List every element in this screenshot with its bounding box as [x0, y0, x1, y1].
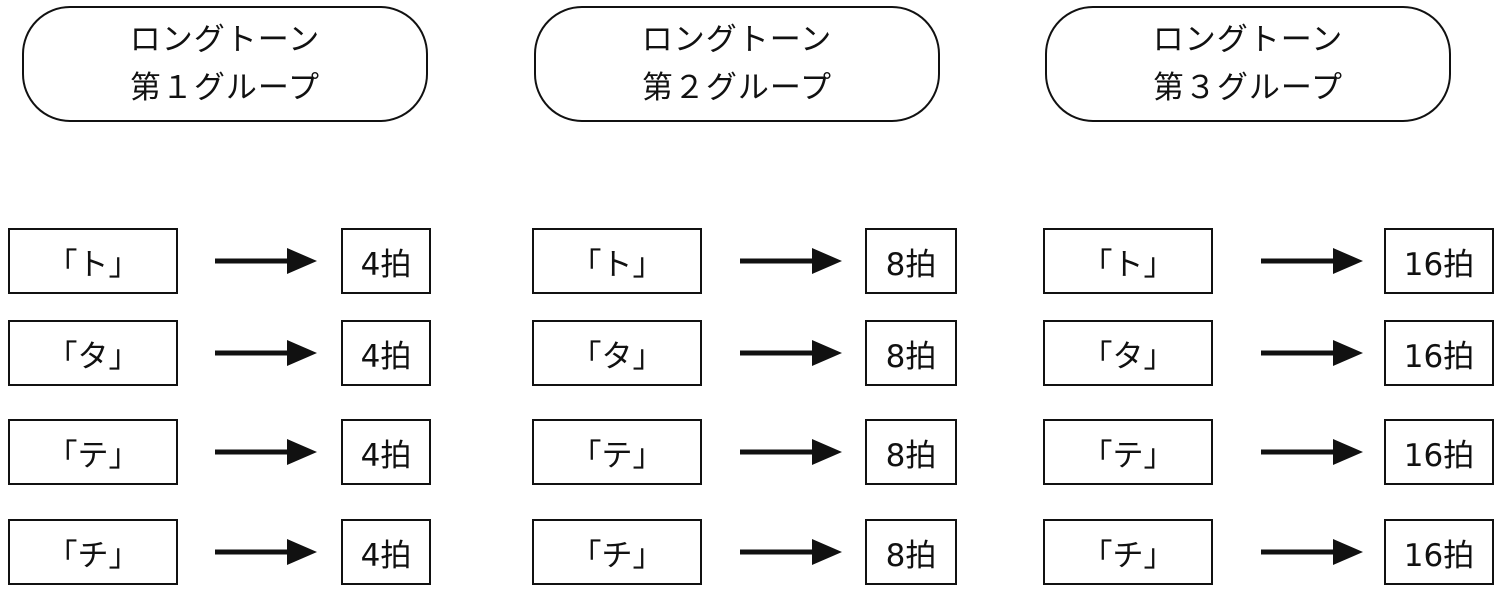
- group-2-row-2: 「タ」 8拍: [532, 320, 962, 386]
- beat-count-box: 4拍: [341, 228, 431, 294]
- beat-count-box: 16拍: [1384, 519, 1494, 585]
- right-arrow-icon: [215, 539, 317, 565]
- right-arrow-icon: [1261, 340, 1363, 366]
- syllable-box: 「テ」: [532, 419, 702, 485]
- group-3-row-4: 「チ」 16拍: [1043, 519, 1498, 585]
- syllable-box: 「テ」: [8, 419, 178, 485]
- syllable-box: 「ト」: [1043, 228, 1213, 294]
- group-3-title-line1: ロングトーン: [1152, 22, 1344, 58]
- right-arrow-icon: [1261, 439, 1363, 465]
- group-1-row-1: 「ト」 4拍: [8, 228, 434, 294]
- group-1-title-line2: 第１グループ: [129, 70, 321, 106]
- beat-count-box: 16拍: [1384, 228, 1494, 294]
- beat-count-box: 4拍: [341, 519, 431, 585]
- syllable-box: 「チ」: [532, 519, 702, 585]
- group-3-row-3: 「テ」 16拍: [1043, 419, 1498, 485]
- beat-count-box: 8拍: [865, 320, 957, 386]
- syllable-box: 「テ」: [1043, 419, 1213, 485]
- beat-count-box: 16拍: [1384, 320, 1494, 386]
- syllable-box: 「タ」: [532, 320, 702, 386]
- group-3: ロングトーン 第３グループ 「ト」 16拍 「タ」 16拍 「テ」 16拍 「チ…: [1020, 0, 1500, 608]
- group-2-header: ロングトーン 第２グループ: [534, 6, 940, 122]
- group-2-row-4: 「チ」 8拍: [532, 519, 962, 585]
- right-arrow-icon: [215, 248, 317, 274]
- group-3-row-2: 「タ」 16拍: [1043, 320, 1498, 386]
- beat-count-box: 8拍: [865, 519, 957, 585]
- syllable-box: 「タ」: [8, 320, 178, 386]
- right-arrow-icon: [215, 439, 317, 465]
- right-arrow-icon: [740, 340, 842, 366]
- group-1: ロングトーン 第１グループ 「ト」 4拍 「タ」 4拍 「テ」 4拍 「チ」 4…: [0, 0, 440, 608]
- right-arrow-icon: [740, 248, 842, 274]
- beat-count-box: 8拍: [865, 419, 957, 485]
- right-arrow-icon: [1261, 248, 1363, 274]
- syllable-box: 「チ」: [8, 519, 178, 585]
- syllable-box: 「タ」: [1043, 320, 1213, 386]
- group-1-row-3: 「テ」 4拍: [8, 419, 434, 485]
- right-arrow-icon: [1261, 539, 1363, 565]
- syllable-box: 「ト」: [532, 228, 702, 294]
- right-arrow-icon: [740, 539, 842, 565]
- beat-count-box: 4拍: [341, 320, 431, 386]
- syllable-box: 「ト」: [8, 228, 178, 294]
- group-2: ロングトーン 第２グループ 「ト」 8拍 「タ」 8拍 「テ」 8拍 「チ」 8…: [510, 0, 970, 608]
- group-3-title-line2: 第３グループ: [1152, 70, 1344, 106]
- group-1-row-4: 「チ」 4拍: [8, 519, 434, 585]
- right-arrow-icon: [740, 439, 842, 465]
- group-2-title-line2: 第２グループ: [641, 70, 833, 106]
- syllable-box: 「チ」: [1043, 519, 1213, 585]
- group-3-row-1: 「ト」 16拍: [1043, 228, 1498, 294]
- group-1-header: ロングトーン 第１グループ: [22, 6, 428, 122]
- group-2-title-line1: ロングトーン: [641, 22, 833, 58]
- group-3-header: ロングトーン 第３グループ: [1045, 6, 1451, 122]
- beat-count-box: 8拍: [865, 228, 957, 294]
- beat-count-box: 16拍: [1384, 419, 1494, 485]
- group-2-row-1: 「ト」 8拍: [532, 228, 962, 294]
- right-arrow-icon: [215, 340, 317, 366]
- group-1-row-2: 「タ」 4拍: [8, 320, 434, 386]
- beat-count-box: 4拍: [341, 419, 431, 485]
- group-2-row-3: 「テ」 8拍: [532, 419, 962, 485]
- group-1-title-line1: ロングトーン: [129, 22, 321, 58]
